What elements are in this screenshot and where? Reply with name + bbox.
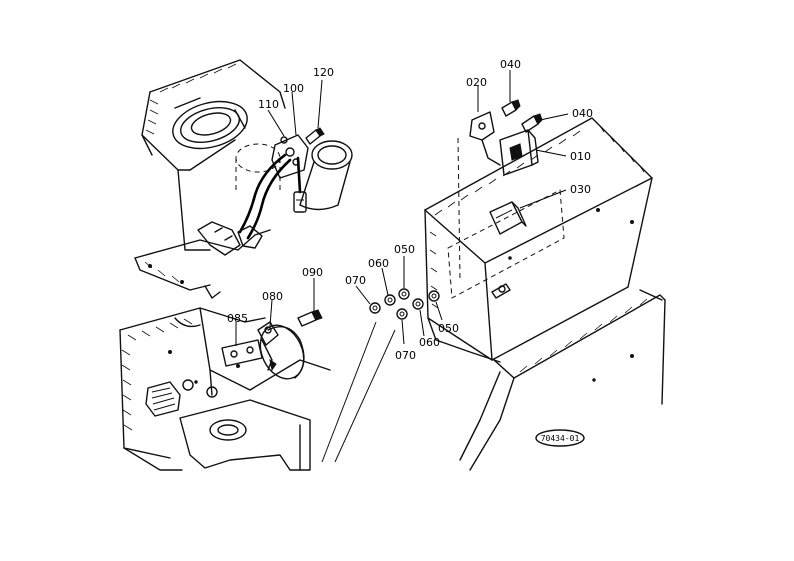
lower-left-assembly [119,307,331,471]
callout-090: 090 [302,266,323,279]
hardware-stack [321,288,440,463]
right-assembly: 70434-01 [424,99,666,471]
callout-085: 085 [227,312,248,325]
leader-lines [235,70,569,346]
callout-070-top: 070 [345,274,366,287]
callout-100: 100 [283,82,304,95]
callout-010: 010 [570,150,591,163]
callout-040-right: 040 [572,107,593,120]
callout-040-top: 040 [500,58,521,71]
callout-060-bottom: 060 [419,336,440,349]
callout-060-top: 060 [368,257,389,270]
callout-120: 120 [313,66,334,79]
callout-050-top: 050 [394,243,415,256]
stamp-text: 70434-01 [541,434,580,443]
callouts: 120 100 110 040 020 040 010 030 090 080 … [227,58,593,362]
part-number-stamp: 70434-01 [535,429,585,447]
callout-020: 020 [466,76,487,89]
callout-110: 110 [258,98,279,111]
callout-070-bottom: 070 [395,349,416,362]
upper-left-assembly [134,59,353,299]
callout-030: 030 [570,183,591,196]
callout-080: 080 [262,290,283,303]
callout-050-bottom: 050 [438,322,459,335]
